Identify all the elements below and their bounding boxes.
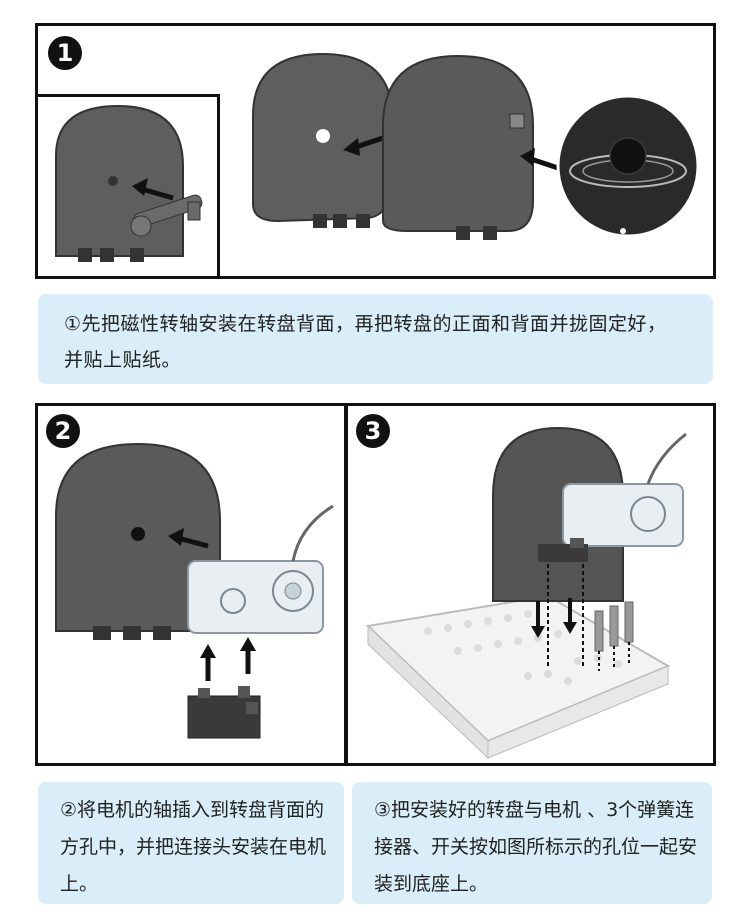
disc-back-small <box>55 104 184 262</box>
disc-assembled <box>55 442 221 640</box>
step-2-badge: 2 <box>46 414 80 448</box>
connector-icon <box>187 686 261 739</box>
arrow-icon <box>520 148 559 171</box>
step-2-panel: 2 <box>35 403 347 766</box>
step-1-caption-text: ①先把磁性转轴安装在转盘背面，再把转盘的正面和背面并拢固定好，并贴上贴纸。 <box>64 313 667 371</box>
step-3-illustration <box>365 426 687 760</box>
disc-assembled <box>492 426 624 602</box>
step-1-badge: 1 <box>48 36 82 70</box>
motor-icon <box>187 504 334 634</box>
dashed-guides <box>547 564 584 668</box>
step-3-panel: 3 <box>345 403 716 766</box>
step-1-illustration <box>55 52 700 262</box>
arrow-icon <box>132 178 174 201</box>
arrow-icon <box>531 598 577 638</box>
disc-front <box>382 54 534 240</box>
step-3-badge: 3 <box>356 414 390 448</box>
step-3-caption: ③把安装好的转盘与电机 、3个弹簧连接器、开关按如图所标示的孔位一起安装到底座上… <box>352 782 712 904</box>
step-1-panel: 1 <box>35 23 716 279</box>
arrow-icon <box>168 528 209 549</box>
base-icon <box>365 594 671 760</box>
sticker-icon <box>556 94 700 238</box>
step-2-illustration <box>55 442 334 739</box>
step-2-caption: ②将电机的轴插入到转盘背面的方孔中，并把连接头安装在电机上。 <box>38 782 344 904</box>
step-1-caption: ①先把磁性转轴安装在转盘背面，再把转盘的正面和背面并拢固定好，并贴上贴纸。 <box>38 294 713 384</box>
arrow-icon <box>200 637 256 681</box>
magnet-shaft-icon <box>130 194 203 237</box>
step-2-caption-text: ②将电机的轴插入到转盘背面的方孔中，并把连接头安装在电机上。 <box>60 799 327 895</box>
switch-icon <box>538 538 588 562</box>
step-1-inset <box>38 94 220 276</box>
arrow-icon <box>343 135 384 156</box>
motor-icon <box>562 432 687 547</box>
step-3-caption-text: ③把安装好的转盘与电机 、3个弹簧连接器、开关按如图所标示的孔位一起安装到底座上… <box>374 799 698 895</box>
disc-back <box>252 52 394 228</box>
spring-connector-icon <box>594 601 634 671</box>
